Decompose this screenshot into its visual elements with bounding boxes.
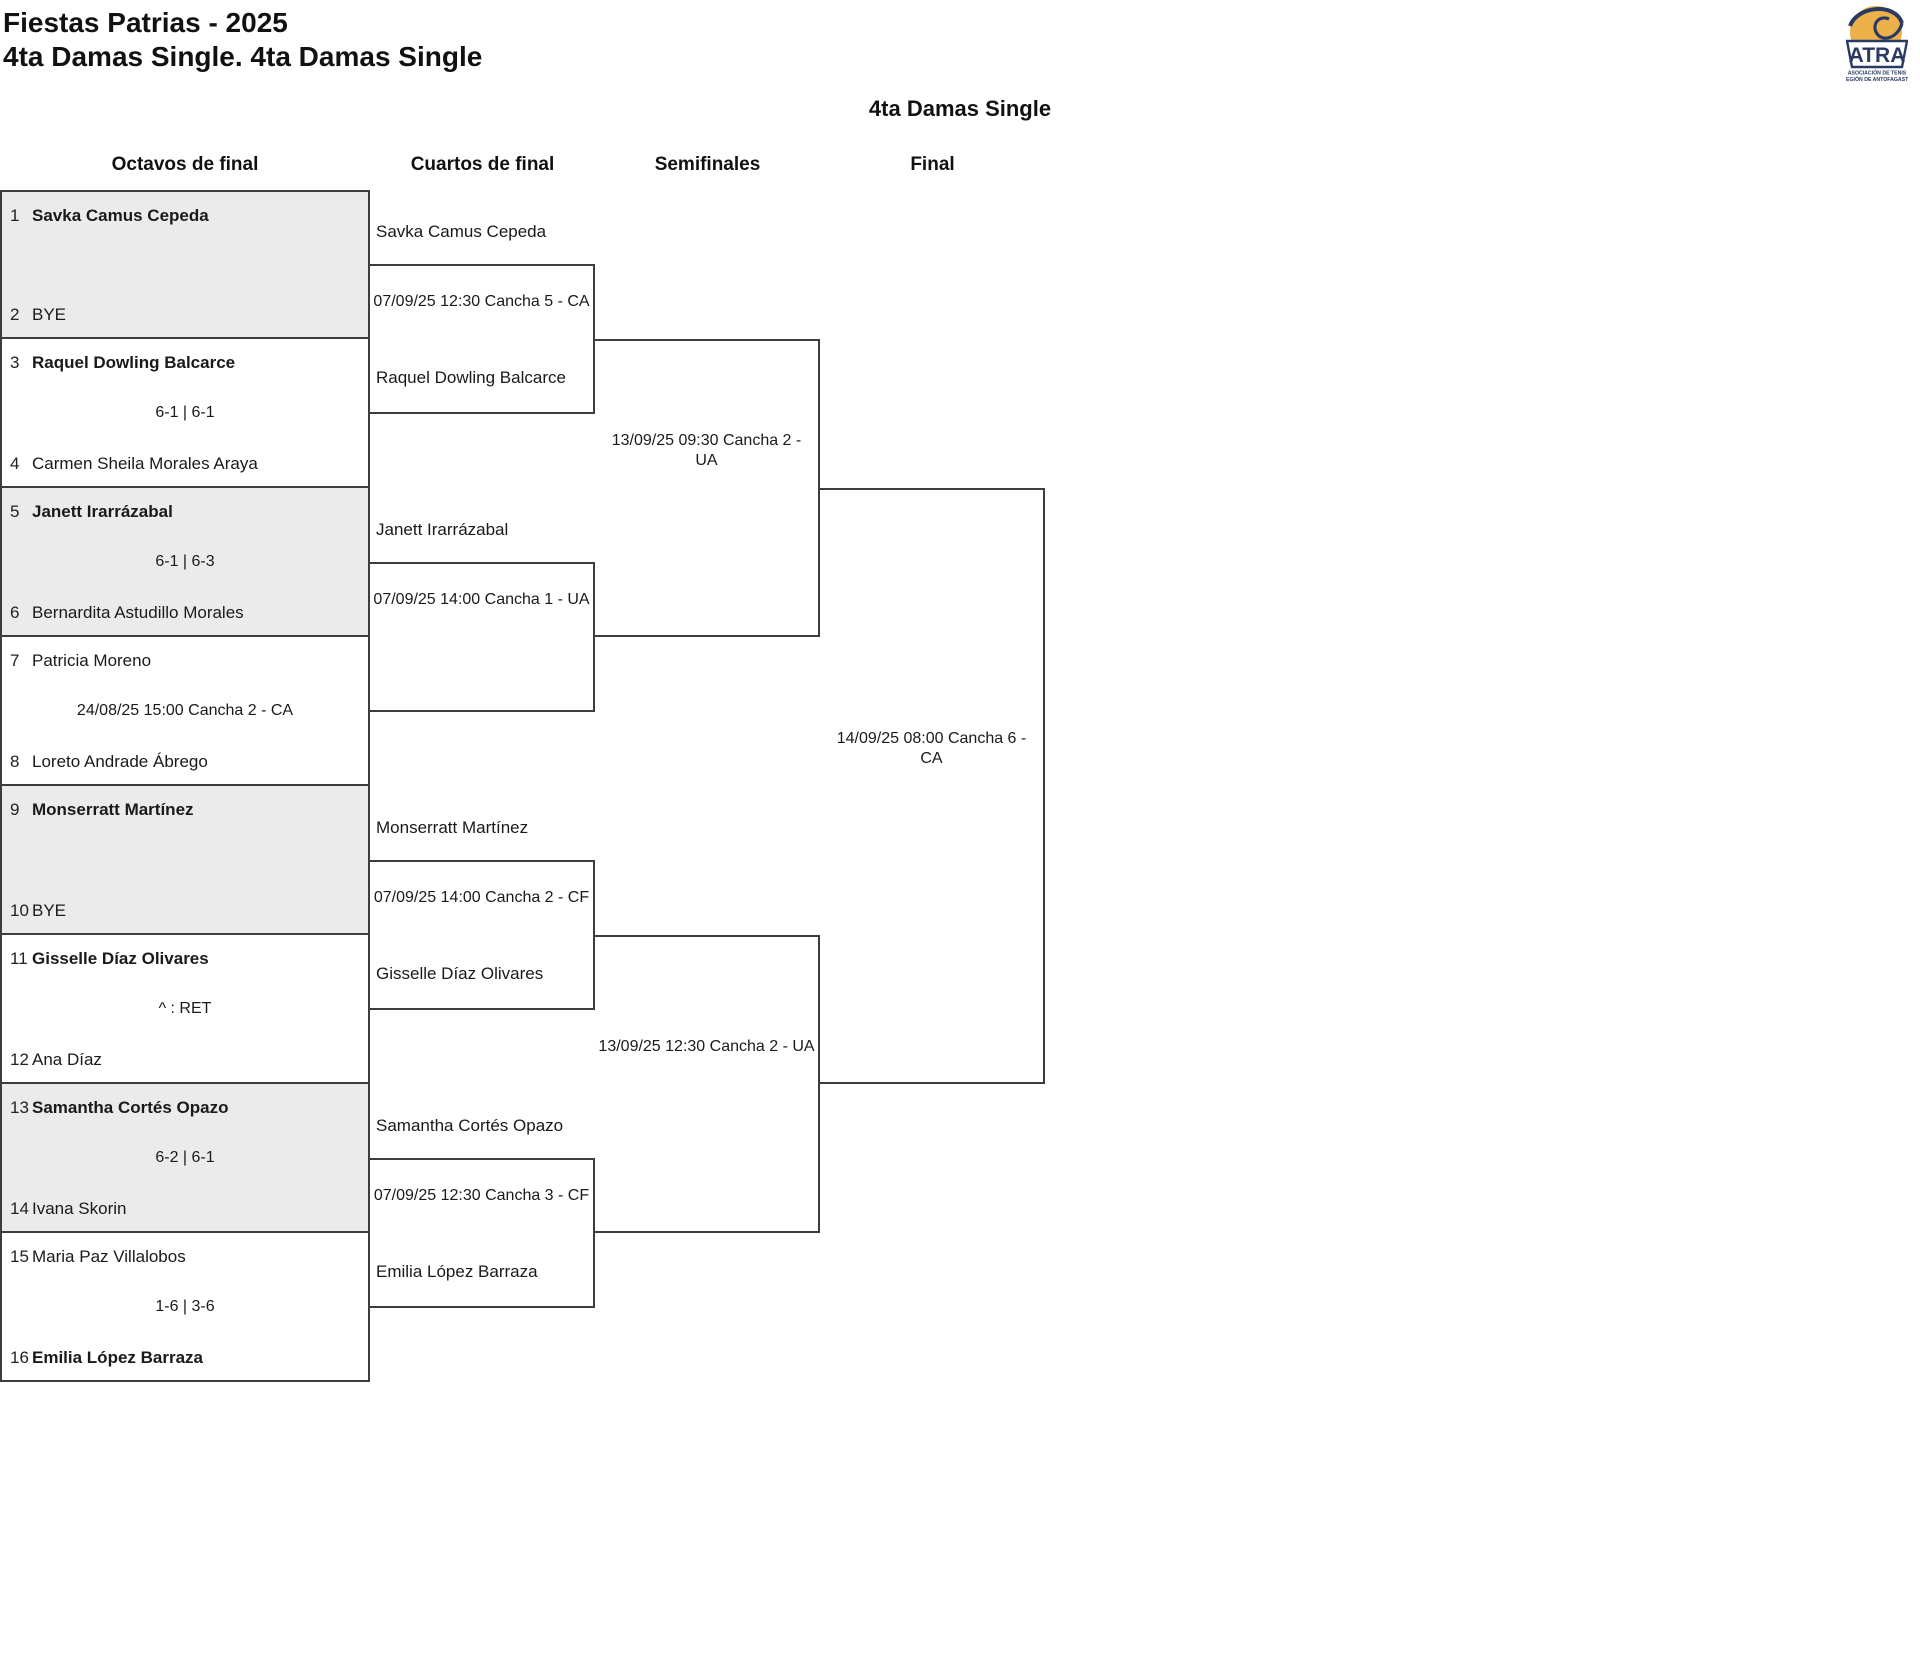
match-result: 6-1 | 6-3 <box>155 552 215 570</box>
round-header-cuartos: Cuartos de final <box>410 154 555 175</box>
player-seed: 9 <box>10 800 20 819</box>
player-name: Loreto Andrade Ábrego <box>32 752 208 771</box>
player-name: Emilia López Barraza <box>32 1348 204 1367</box>
match-box-r16-2: 3 Raquel Dowling Balcarce 6-1 | 6-1 4 Carm… <box>0 339 370 488</box>
match-box-qf-4: Samantha Cortés Opazo 07/09/25 12:30 Can… <box>370 1116 595 1308</box>
round-header-semifinales: Semifinales <box>654 154 761 175</box>
match-box-r16-4: 7 Patricia Moreno 24/08/25 15:00 Cancha 2… <box>0 637 370 786</box>
player-seed: 8 <box>10 752 20 771</box>
match-result: ^ : RET <box>158 999 212 1017</box>
ball-seam-curl-icon <box>1873 16 1904 40</box>
player-seed: 7 <box>10 651 20 670</box>
player-name: Carmen Sheila Morales Araya <box>32 454 258 473</box>
player-seed: 14 <box>10 1199 29 1218</box>
player-seed: 16 <box>10 1348 29 1367</box>
match-box-qf-2: Janett Irarrázabal 07/09/25 14:00 Cancha… <box>370 520 595 712</box>
bracket-title: 4ta Damas Single <box>868 96 1052 121</box>
match-schedule: 07/09/25 14:00 Cancha 2 - CF <box>373 889 590 906</box>
player-name: Ivana Skorin <box>32 1199 127 1218</box>
player-name: BYE <box>32 305 67 324</box>
player-seed: 10 <box>10 901 29 920</box>
logo-caption-line2: REGIÓN DE ANTOFAGASTA <box>1846 75 1908 82</box>
match-schedule: 07/09/25 12:30 Cancha 3 - CF <box>373 1187 590 1204</box>
category-subtitle: 4ta Damas Single. 4ta Damas Single <box>3 41 483 72</box>
atra-logo: ATRA ASOCIACIÓN DE TENIS REGIÓN DE ANTOF… <box>1846 6 1908 82</box>
player-name: Maria Paz Villalobos <box>32 1247 186 1266</box>
player-seed: 12 <box>10 1050 29 1069</box>
page-header: Fiestas Patrias - 2025 4ta Damas Single.… <box>3 6 482 74</box>
player-name: Monserratt Martínez <box>32 800 194 819</box>
player-seed: 11 <box>10 949 28 968</box>
advancing-player-name: Emilia López Barraza <box>376 1262 538 1281</box>
player-name: Samantha Cortés Opazo <box>32 1098 229 1117</box>
match-schedule: 13/09/25 12:30 Cancha 2 - UA <box>598 1038 815 1055</box>
advancing-player-name: Gisselle Díaz Olivares <box>376 964 544 983</box>
player-seed: 15 <box>10 1247 29 1266</box>
player-name: Savka Camus Cepeda <box>32 206 209 225</box>
ball-seam-icon <box>1848 7 1904 27</box>
round-header-octavos: Octavos de final <box>111 154 259 175</box>
player-name: Ana Díaz <box>32 1050 102 1069</box>
player-seed: 6 <box>10 603 20 622</box>
match-schedule: 24/08/25 15:00 Cancha 2 - CA <box>76 701 294 719</box>
player-name: Janett Irarrázabal <box>32 502 173 521</box>
player-seed: 1 <box>10 206 20 225</box>
player-name: Gisselle Díaz Olivares <box>32 949 209 968</box>
player-name: Bernardita Astudillo Morales <box>32 603 244 622</box>
tournament-title: Fiestas Patrias - 2025 <box>3 7 288 38</box>
match-result: 6-2 | 6-1 <box>155 1148 215 1166</box>
match-schedule: 13/09/25 09:30 Cancha 2 - UA <box>611 432 802 469</box>
advancing-player-name: Samantha Cortés Opazo <box>376 1116 564 1135</box>
logo-acronym: ATRA <box>1849 44 1906 67</box>
match-schedule: 14/09/25 08:00 Cancha 6 - CA <box>836 730 1027 767</box>
player-seed: 5 <box>10 502 20 521</box>
logo-frame <box>1846 39 1908 69</box>
match-box-sf-1: 13/09/25 09:30 Cancha 2 - UA <box>595 339 820 637</box>
logo-caption-line1: ASOCIACIÓN DE TENIS <box>1848 69 1907 77</box>
advancing-player-name: Janett Irarrázabal <box>376 520 509 539</box>
round-header-final: Final <box>910 154 955 175</box>
player-seed: 2 <box>10 305 20 324</box>
player-seed: 4 <box>10 454 20 473</box>
match-box-sf-2: 13/09/25 12:30 Cancha 2 - UA <box>595 935 820 1233</box>
player-seed: 13 <box>10 1098 29 1117</box>
advancing-player-name: Raquel Dowling Balcarce <box>376 368 566 387</box>
player-name: BYE <box>32 901 67 920</box>
match-result: 6-1 | 6-1 <box>155 403 215 421</box>
match-schedule: 07/09/25 12:30 Cancha 5 - CA <box>373 293 590 310</box>
match-box-r16-3: 5 Janett Irarrázabal 6-1 | 6-3 6 Bernardit… <box>0 488 370 637</box>
match-box-qf-3: Monserratt Martínez 07/09/25 14:00 Canch… <box>370 818 595 1010</box>
player-name: Patricia Moreno <box>32 651 152 670</box>
player-name: Raquel Dowling Balcarce <box>32 353 236 372</box>
match-box-final: 14/09/25 08:00 Cancha 6 - CA <box>820 488 1045 1084</box>
player-seed: 3 <box>10 353 20 372</box>
match-box-r16-1: 1 Savka Camus Cepeda 2 BYE <box>0 190 370 339</box>
match-result: 1-6 | 3-6 <box>155 1297 215 1315</box>
advancing-player-name: Monserratt Martínez <box>376 818 529 837</box>
advancing-player-name: Savka Camus Cepeda <box>376 222 547 241</box>
match-schedule: 07/09/25 14:00 Cancha 1 - UA <box>373 591 590 608</box>
match-box-qf-1: Savka Camus Cepeda 07/09/25 12:30 Cancha… <box>370 222 595 414</box>
